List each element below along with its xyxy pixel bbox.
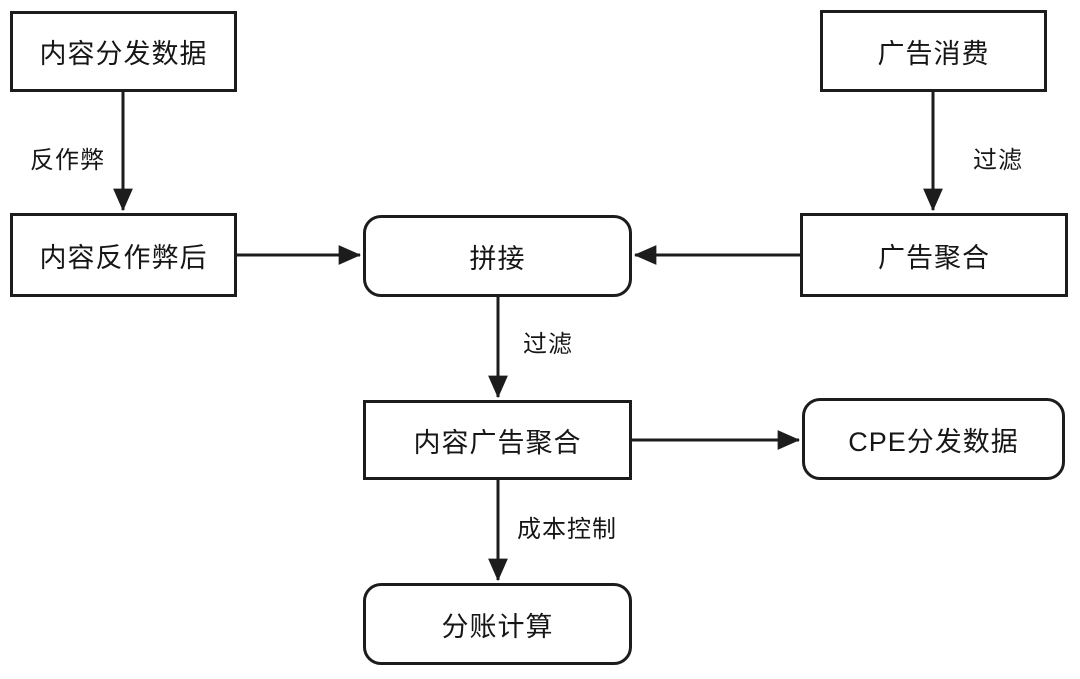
node-content-distribution-data: 内容分发数据 [10,11,237,92]
edge-label-cost-control: 成本控制 [517,516,617,544]
edge-label-filter-right: 过滤 [973,147,1023,175]
node-content-anti-cheat: 内容反作弊后 [10,213,237,297]
node-cpe-distribution-data: CPE分发数据 [802,398,1065,480]
node-ad-aggregation: 广告聚合 [800,213,1068,297]
node-settlement-calculation: 分账计算 [363,583,632,665]
node-ad-consumption: 广告消费 [820,10,1047,92]
edge-label-anti-cheat: 反作弊 [30,147,105,175]
node-splice: 拼接 [363,215,632,297]
edge-label-filter-center: 过滤 [523,331,573,359]
node-content-ad-aggregation: 内容广告聚合 [363,400,632,480]
